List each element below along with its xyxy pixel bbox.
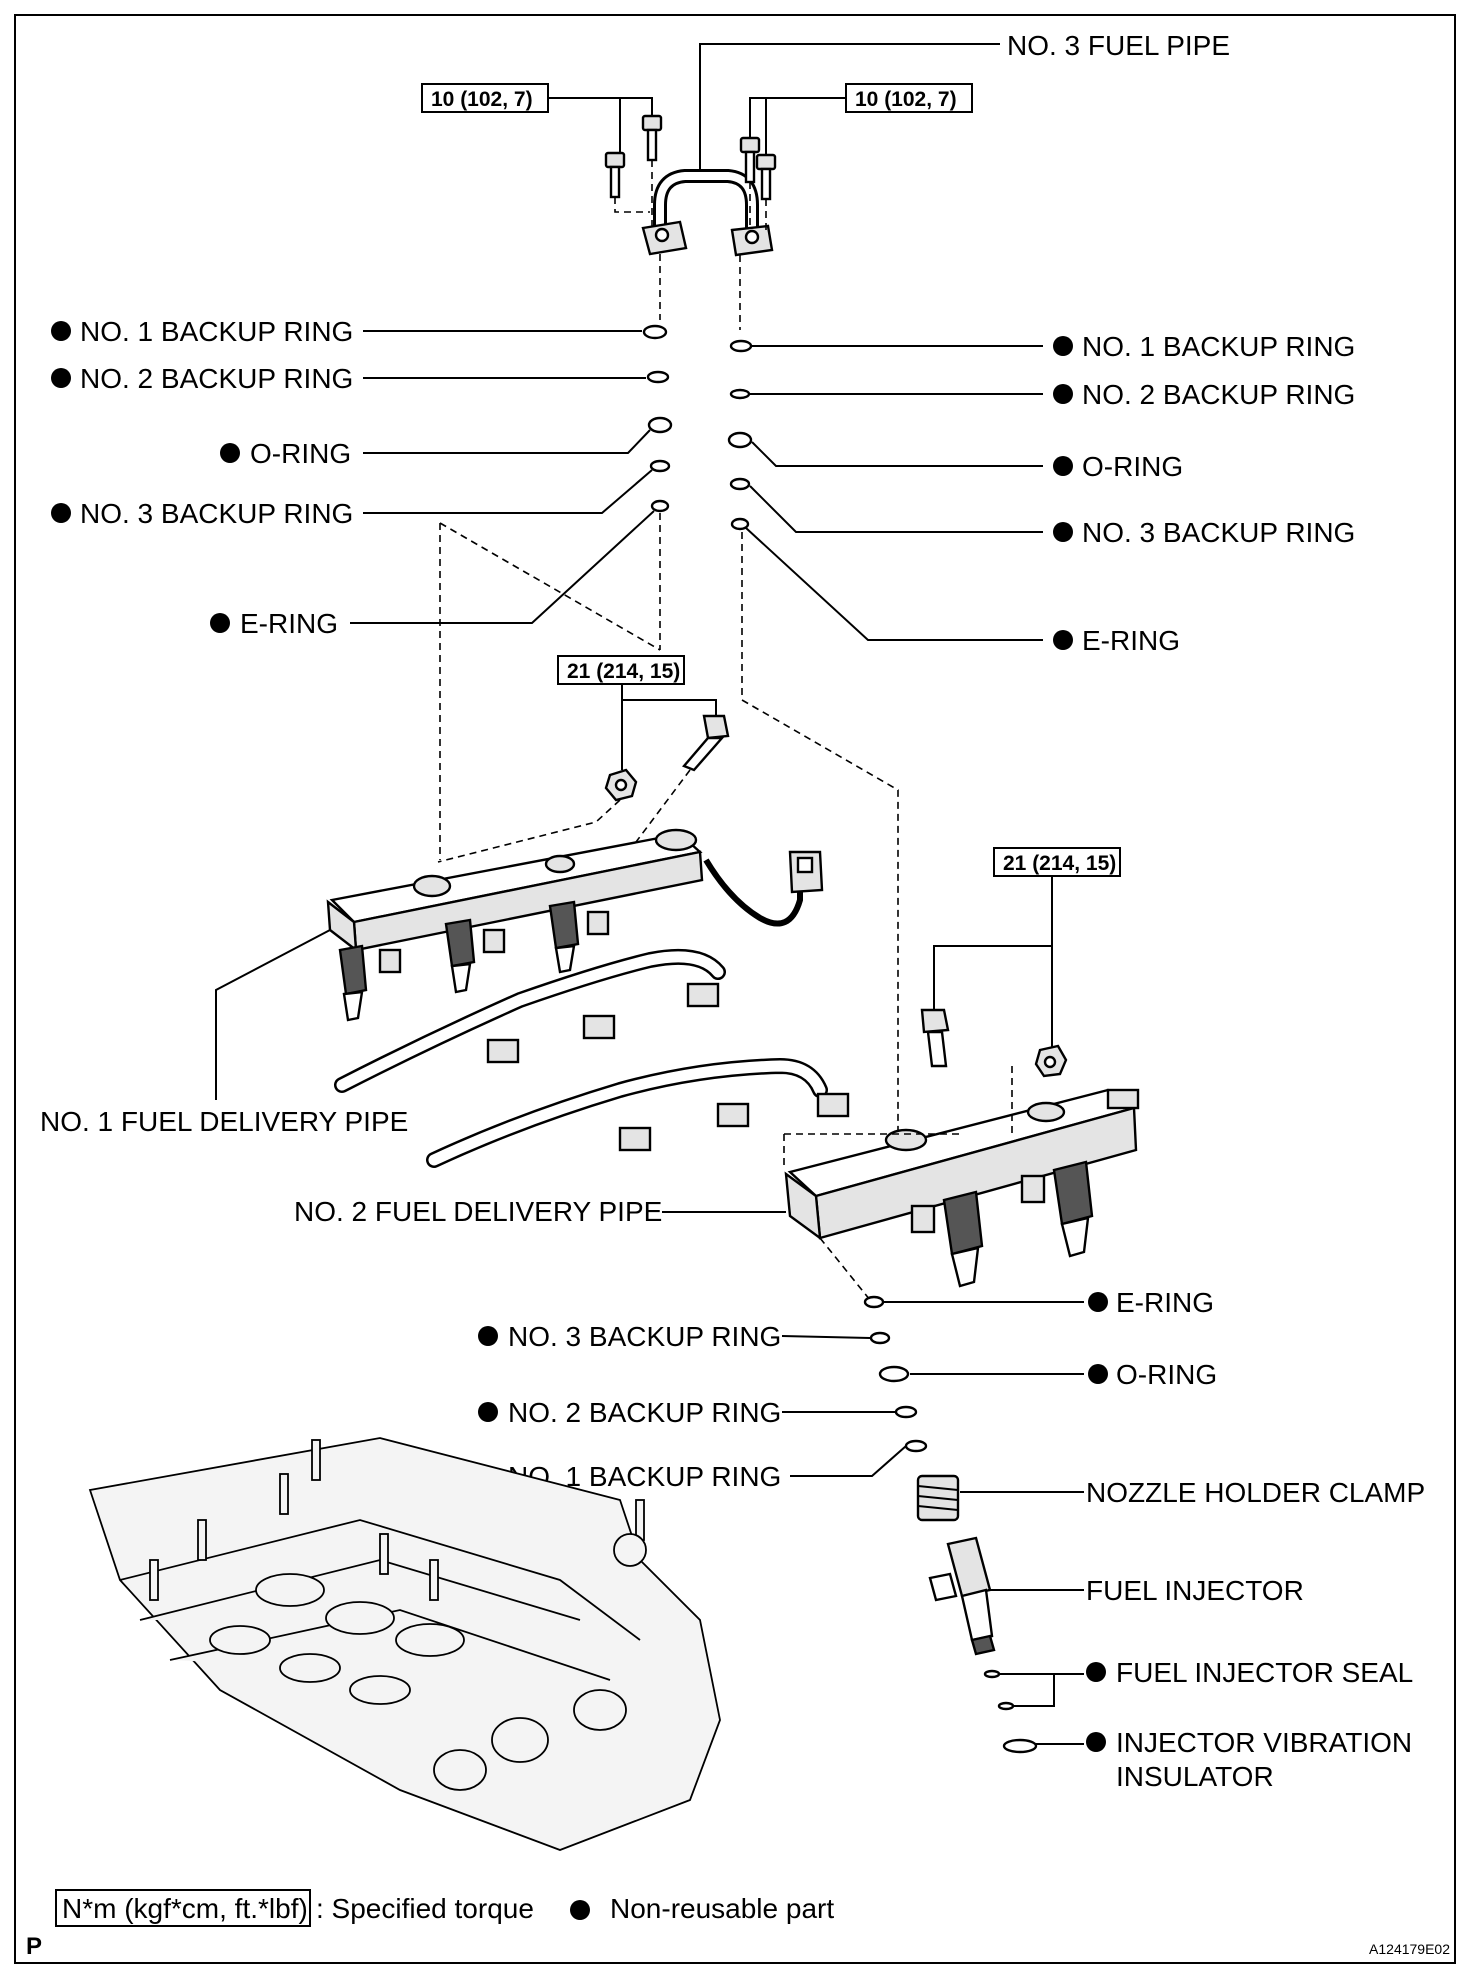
left-ring-5-label: E-RING bbox=[240, 608, 338, 639]
svg-text:10 (102, 7): 10 (102, 7) bbox=[431, 88, 533, 111]
fuel-injector-seal-label: FUEL INJECTOR SEAL bbox=[1116, 1657, 1413, 1688]
no1-delivery-pipe-label: NO. 1 FUEL DELIVERY PIPE bbox=[40, 1106, 408, 1137]
left-ring-3-label: O-RING bbox=[250, 438, 351, 469]
ring-stack-right bbox=[727, 339, 753, 531]
no1-fuel-delivery-pipe-drawing bbox=[326, 828, 824, 1022]
nozzle-holder-clamp-drawing bbox=[916, 1474, 960, 1522]
injector-vibration-label: INJECTOR VIBRATION bbox=[1116, 1727, 1412, 1758]
wire-harness-2 bbox=[426, 1057, 850, 1168]
torque-box-delivery-1: 21 (214, 15) bbox=[557, 655, 685, 685]
svg-text:21 (214, 15): 21 (214, 15) bbox=[567, 660, 680, 683]
nonreusable-legend-text: Non-reusable part bbox=[610, 1893, 834, 1924]
fuel-injector-label: FUEL INJECTOR bbox=[1086, 1575, 1304, 1606]
nonreusable-bullet-icon bbox=[570, 1900, 590, 1920]
figure-id: A124179E02 bbox=[1369, 1941, 1450, 1957]
corner-code-left: P bbox=[26, 1933, 42, 1960]
right-ring-5-label: E-RING bbox=[1082, 625, 1180, 656]
ring-stack-left bbox=[642, 324, 673, 513]
lower-o-ring-label: O-RING bbox=[1116, 1359, 1217, 1390]
fuel-injector-seal-drawing bbox=[983, 1669, 1015, 1711]
bolts-top bbox=[604, 114, 777, 201]
right-ring-4-label: NO. 3 BACKUP RING bbox=[1082, 517, 1355, 548]
no2-delivery-pipe-label: NO. 2 FUEL DELIVERY PIPE bbox=[294, 1196, 662, 1227]
legend: N*m (kgf*cm, ft.*lbf) : Specified torque… bbox=[55, 1889, 834, 1927]
no2-fuel-delivery-pipe-drawing bbox=[784, 1088, 1140, 1288]
left-ring-4-label: NO. 3 BACKUP RING bbox=[80, 498, 353, 529]
nozzle-holder-clamp-label: NOZZLE HOLDER CLAMP bbox=[1086, 1477, 1425, 1508]
torque-legend-box-text: N*m (kgf*cm, ft.*lbf) bbox=[62, 1893, 308, 1924]
right-ring-1-label: NO. 1 BACKUP RING bbox=[1082, 331, 1355, 362]
delivery-nut-bolt-2 bbox=[920, 1008, 1068, 1078]
engine-block-drawing bbox=[88, 1437, 721, 1851]
no3-fuel-pipe-drawing bbox=[641, 169, 774, 257]
left-ring-2-label: NO. 2 BACKUP RING bbox=[80, 363, 353, 394]
torque-box-delivery-2: 21 (214, 15) bbox=[993, 847, 1121, 877]
svg-text:10 (102, 7): 10 (102, 7) bbox=[855, 88, 957, 111]
wire-harness-1 bbox=[334, 948, 726, 1093]
injector-insulator-label: INSULATOR bbox=[1116, 1761, 1274, 1792]
svg-text:21 (214, 15): 21 (214, 15) bbox=[1003, 852, 1116, 875]
lower-e-ring-label: E-RING bbox=[1116, 1287, 1214, 1318]
diagram-frame bbox=[14, 14, 1456, 1964]
lower-no2-backup-ring-label: NO. 2 BACKUP RING bbox=[508, 1397, 781, 1428]
torque-box-right-top: 10 (102, 7) bbox=[845, 83, 973, 113]
left-ring-1-label: NO. 1 BACKUP RING bbox=[80, 316, 353, 347]
lower-no3-backup-ring-label: NO. 3 BACKUP RING bbox=[508, 1321, 781, 1352]
right-ring-3-label: O-RING bbox=[1082, 451, 1183, 482]
lower-ring-stack bbox=[863, 1295, 928, 1453]
torque-legend-box bbox=[55, 1889, 311, 1927]
delivery-nut-bolt-1 bbox=[604, 714, 730, 802]
injector-vibration-insulator-drawing bbox=[1002, 1738, 1038, 1754]
right-ring-2-label: NO. 2 BACKUP RING bbox=[1082, 379, 1355, 410]
fuel-injector-drawing bbox=[928, 1536, 996, 1656]
torque-legend-text: : Specified torque bbox=[316, 1893, 534, 1924]
torque-box-left-top: 10 (102, 7) bbox=[421, 83, 549, 113]
title-no3-fuel-pipe: NO. 3 FUEL PIPE bbox=[1007, 30, 1230, 61]
